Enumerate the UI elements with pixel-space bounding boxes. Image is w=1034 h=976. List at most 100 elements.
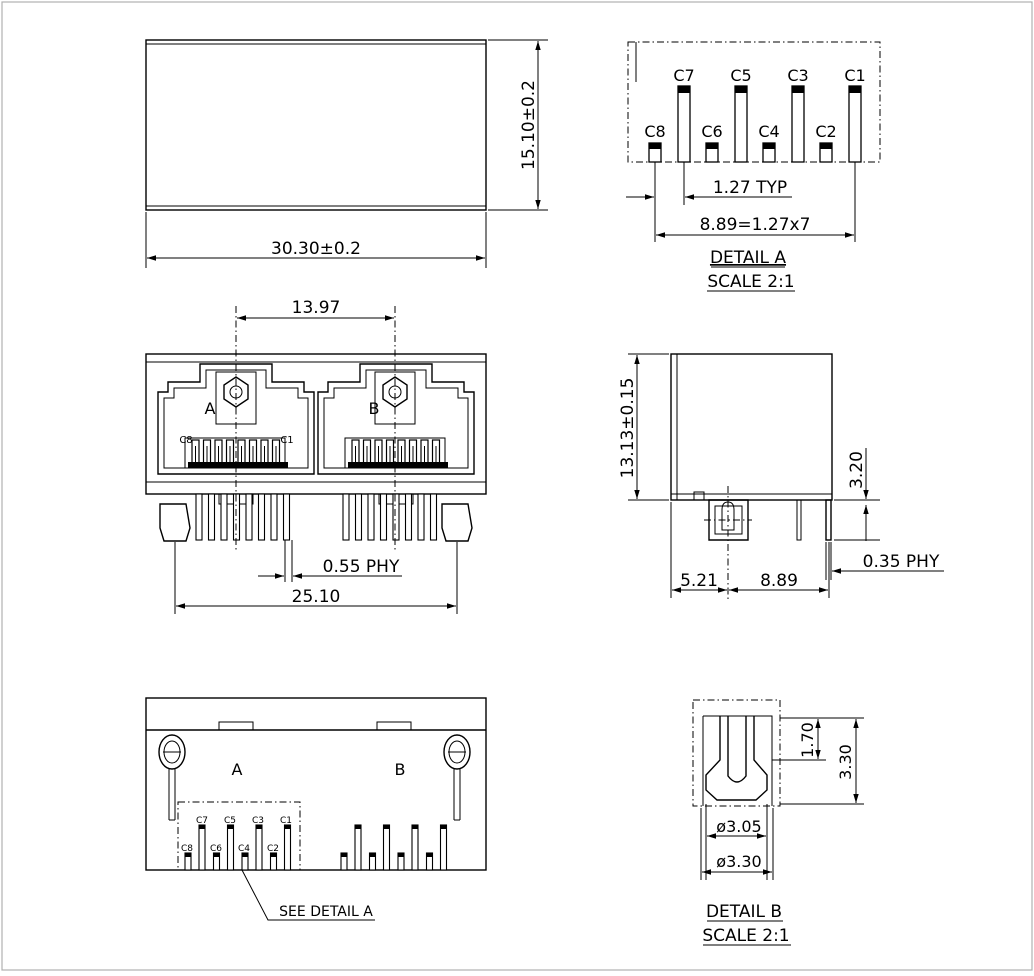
board-pin (270, 493, 278, 541)
width-dim-label: 30.30±0.2 (271, 239, 361, 259)
detail-b-title: DETAIL B (706, 902, 782, 922)
bottom-pin-tip (185, 853, 191, 857)
bottom-pin-tall (382, 824, 391, 871)
board-pin (429, 493, 438, 541)
detail-a-pin-label: C3 (787, 66, 808, 85)
port-a-pin-right: C1 (280, 435, 293, 446)
bottom-view: A B C7 C5 C3 C1 C8 C6 C4 C2 SEE DETAIL A (145, 697, 487, 921)
port-b-contacts (348, 439, 448, 468)
board-pin (342, 493, 350, 541)
port-a-pin-left: C8 (179, 435, 192, 446)
outer-span-dim-label: 25.10 (292, 587, 341, 607)
pin-span-dim-label: 8.89=1.27x7 (700, 215, 811, 235)
bottom-pin-tip (440, 825, 447, 829)
bottom-pin-tall (226, 824, 235, 871)
boss-2-dim-label: 3.30 (836, 744, 855, 780)
bottom-posts (158, 734, 471, 821)
detail-a-pin-label: C1 (844, 66, 865, 85)
boss-dia-1-dim-label: ø3.05 (716, 817, 761, 836)
side-height-dim-label: 13.13±0.15 (618, 378, 638, 479)
detail-a-pin-label: C4 (758, 122, 779, 141)
board-pin (404, 493, 413, 541)
bottom-pin-label: C2 (267, 844, 279, 854)
contact-base (348, 462, 448, 468)
bottom-pin-tip (426, 853, 433, 857)
side-offset-dim-label: 5.21 (680, 571, 718, 591)
port-b-label: B (369, 399, 380, 418)
board-pin (245, 493, 253, 541)
bottom-pin-tall (439, 824, 448, 871)
detail-b-scale: SCALE 2:1 (702, 926, 789, 946)
front-pins-left (195, 493, 291, 541)
port-a-contacts (188, 439, 288, 468)
bottom-pin-tall (283, 824, 292, 871)
pin-width-dim-label: 0.55 PHY (323, 557, 400, 577)
detail-a: C7 C5 C3 C1 C8 C6 C4 C2 1.27 TYP 8.89=1.… (626, 41, 881, 292)
detail-b: 1.70 3.30 ø3.05 ø3.30 DETAIL B SCALE 2:1 (692, 699, 864, 946)
bottom-port-a-label: A (232, 760, 243, 779)
detail-a-pin-label: C7 (673, 66, 694, 85)
bottom-pin-label: C8 (181, 844, 193, 854)
see-detail-a-callout: SEE DETAIL A (279, 904, 373, 920)
bottom-pin-label: C5 (224, 816, 236, 826)
top-view: 30.30±0.2 15.10±0.2 (145, 39, 548, 268)
bottom-pin-tip (227, 825, 234, 829)
board-pin (417, 493, 425, 541)
pitch-dim-label: 1.27 TYP (713, 178, 787, 198)
bottom-pin-tip (369, 853, 376, 857)
bottom-pin-tip (199, 825, 205, 829)
bottom-pin-tall (255, 824, 263, 871)
detail-a-pin-label: C6 (701, 122, 722, 141)
side-view: 13.13±0.15 3.20 0.35 PHY 5.21 8.89 (618, 353, 944, 600)
detail-a-scale: SCALE 2:1 (707, 272, 794, 292)
board-pin (282, 493, 291, 541)
board-pin (367, 493, 375, 541)
detail-a-pin-label: C8 (644, 122, 665, 141)
bottom-pin-tip (213, 853, 220, 857)
bottom-pin-label: C4 (238, 844, 250, 854)
bottom-pin-label: C7 (196, 816, 208, 826)
bottom-pin-label: C6 (210, 844, 222, 854)
board-pin (220, 493, 228, 541)
bottom-pin-tip (383, 825, 390, 829)
bottom-pin-tall (411, 824, 419, 871)
side-pin-width-dim-label: 0.35 PHY (863, 552, 940, 572)
bottom-pins-left (184, 824, 292, 871)
top-view-body (145, 39, 487, 211)
bottom-pins-right (340, 824, 448, 871)
side-span-dim-label: 8.89 (760, 571, 798, 591)
board-pin (195, 493, 203, 541)
height-dim-label: 15.10±0.2 (519, 80, 539, 170)
bottom-pin-tip (412, 825, 418, 829)
bottom-pin-tip (284, 825, 291, 829)
contact-base (188, 462, 288, 468)
port-b (317, 363, 475, 475)
board-pin (207, 493, 216, 541)
bottom-pin-tall (354, 824, 362, 871)
detail-a-title: DETAIL A (710, 248, 786, 268)
detail-a-pin-label: C5 (730, 66, 751, 85)
board-pin (354, 493, 363, 541)
side-view-body (670, 353, 833, 501)
bottom-pin-tip (341, 853, 347, 857)
bottom-pin-tip (398, 853, 404, 857)
side-pin-height-dim-label: 3.20 (847, 451, 867, 489)
bottom-pin-label: C3 (252, 816, 264, 826)
bottom-pin-tall (198, 824, 206, 871)
front-view: A C8 C1 B 13.97 0.55 PHY (145, 298, 487, 614)
board-pin (379, 493, 388, 541)
board-pin (257, 493, 266, 541)
detail-a-tall-pins (677, 85, 862, 163)
front-pins-right (342, 493, 438, 541)
port-a-label: A (205, 399, 216, 418)
bottom-pin-tip (355, 825, 361, 829)
front-view-body (145, 353, 487, 495)
bottom-pin-label: C1 (280, 816, 292, 826)
bottom-port-b-label: B (395, 760, 406, 779)
detail-a-pin-label: C2 (815, 122, 836, 141)
boss-dia-2-dim-label: ø3.30 (716, 852, 761, 871)
boss-1-dim-label: 1.70 (798, 722, 817, 758)
